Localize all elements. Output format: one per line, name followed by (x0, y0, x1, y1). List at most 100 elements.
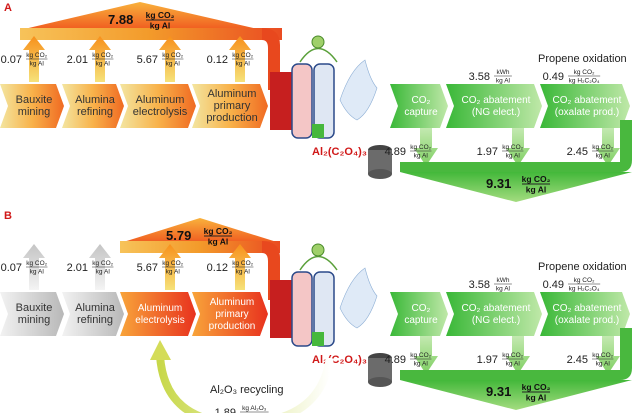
gas-cloud-icon (339, 59, 378, 121)
fraction-numerator: kg CO₂ (232, 52, 253, 59)
recycling-label: Al₂O₃ recycling (210, 384, 284, 396)
value-text: 0.07 (1, 54, 22, 66)
reactor-apparatus (270, 243, 378, 347)
abatement-chevron (446, 84, 542, 128)
abatement-title: Propene oxidation (538, 53, 627, 65)
step-chevron (62, 84, 124, 128)
abatement-total-value: 9.31 (486, 384, 511, 399)
fraction-denominator: kg Al (150, 21, 170, 31)
fraction-numerator: kg CO₂ (204, 226, 233, 236)
abatement-label: (NG elect.) (472, 315, 520, 326)
fraction-numerator: kg CO₂ (92, 52, 113, 59)
fraction-denominator: kg Al (236, 61, 251, 68)
fraction-numerator: kg CO₂ (502, 144, 523, 151)
emission-collector-bar (120, 241, 280, 253)
emission-collector-bar (20, 28, 282, 40)
value-text: 0.12 (207, 54, 228, 66)
fraction-numerator: kWh (496, 69, 509, 76)
value-text: 4.89 (385, 146, 406, 158)
fraction-denominator: kg H₂C₂O₄ (569, 78, 600, 85)
fraction-denominator: kg Al (496, 286, 511, 293)
step-label: electrolysis (135, 315, 184, 326)
step-label: primary (215, 309, 248, 320)
fraction-denominator: kg Al (496, 78, 511, 85)
total-value: 7.88 (108, 12, 133, 27)
abatement-label: CO₂ (412, 95, 431, 106)
step-chevron (0, 84, 64, 128)
fraction-numerator: kg CO₂ (592, 144, 613, 151)
fraction-denominator: kg Al (596, 361, 611, 368)
fraction-denominator: kg Al (414, 361, 429, 368)
green-collector (312, 124, 324, 138)
red-electrode (270, 72, 292, 130)
fraction-numerator: kg CO₂ (232, 260, 253, 267)
abatement-label: CO₂ abatement (462, 303, 531, 314)
value-text: 3.58 (469, 279, 490, 291)
abatement-value: 2.45 kg CO₂ kg Al (567, 144, 614, 160)
fraction-denominator: kg Al (596, 153, 611, 160)
fraction-denominator: kg Al (208, 237, 228, 247)
abatement-arrow (506, 336, 530, 374)
step-label: production (206, 112, 257, 124)
smokestack-icon (368, 353, 392, 387)
fraction-denominator: kg Al (506, 361, 521, 368)
stack-base (368, 169, 392, 179)
step-chevron (120, 292, 196, 336)
abatement-chevron (390, 84, 448, 128)
abatement-chevron (540, 292, 630, 336)
fraction-numerator: kg CO₂ (410, 352, 431, 359)
abatement-label: (oxalate prod.) (555, 315, 619, 326)
abatement-label: CO₂ (412, 303, 431, 314)
abatement-step: CO₂ abatement(oxalate prod.) (540, 84, 630, 128)
value-text: 2.01 (67, 262, 88, 274)
abatement-label: CO₂ abatement (553, 303, 622, 314)
fraction-numerator: kg CO₂ (592, 352, 613, 359)
step-chevron (0, 292, 64, 336)
recycling-arc (156, 355, 334, 413)
total-abatement-arrow (400, 380, 632, 410)
fraction-denominator: kg Al (414, 153, 429, 160)
abatement-collector (400, 120, 632, 172)
step-label: Alumina (75, 302, 116, 314)
step-label: Bauxite (16, 94, 53, 106)
abatement-chevron (540, 84, 630, 128)
abatement-collector (400, 328, 632, 380)
step-label: Alumina (75, 94, 116, 106)
cell-chamber-left (291, 271, 313, 347)
abatement-label: capture (404, 107, 438, 118)
fraction-denominator: kg Al (236, 269, 251, 276)
value-text: 0.49 (543, 279, 564, 291)
fraction-denominator: kg Al (526, 185, 546, 195)
value-text: 2.45 (567, 146, 588, 158)
abatement-label: CO₂ abatement (462, 95, 531, 106)
abatement-total-value: 9.31 (486, 176, 511, 191)
voltmeter-icon (311, 243, 325, 257)
value-text: 4.89 (385, 354, 406, 366)
panel-letter: A (4, 2, 12, 14)
value-text: 1.97 (477, 354, 498, 366)
fraction-numerator: kg CO₂ (162, 260, 183, 267)
value-text: 0.07 (1, 262, 22, 274)
smokestack-icon (368, 145, 392, 179)
abatement-arrow (596, 336, 620, 374)
fraction-numerator: kg CO₂ (146, 10, 175, 20)
abatement-label: (oxalate prod.) (555, 107, 619, 118)
